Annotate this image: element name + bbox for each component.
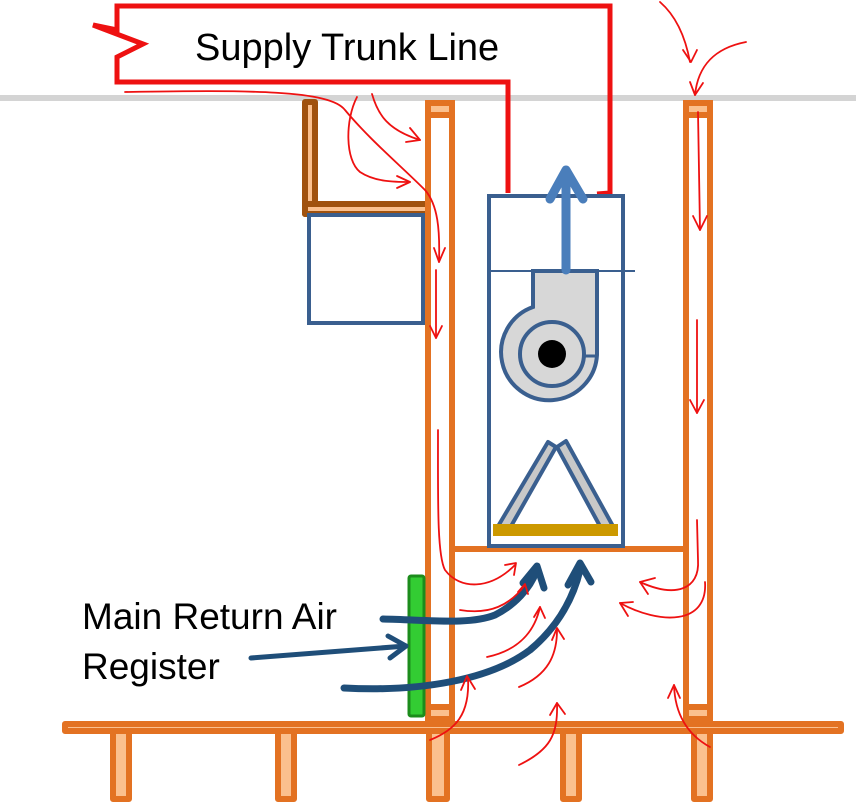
floor bbox=[62, 721, 844, 802]
airflow-arrowhead bbox=[551, 627, 565, 641]
floor-joist bbox=[110, 724, 132, 802]
airflow-arrows bbox=[124, 1, 747, 766]
return-label-line1: Main Return Air bbox=[82, 596, 337, 637]
left-wall-studs bbox=[425, 100, 455, 722]
airflow-arrow bbox=[619, 581, 706, 619]
airflow-arrow bbox=[659, 1, 691, 63]
register-pointer-arrow bbox=[248, 633, 409, 661]
airflow-arrowhead bbox=[533, 606, 546, 619]
left-top-plate bbox=[425, 100, 455, 118]
subfloor bbox=[62, 721, 844, 734]
airflow-arrow bbox=[486, 606, 541, 658]
airflow-arrowhead bbox=[405, 127, 421, 143]
pointer-head bbox=[385, 633, 409, 661]
airflow-arrowhead bbox=[517, 583, 529, 595]
airflow-arrow bbox=[673, 684, 711, 748]
airflow-arrowhead bbox=[504, 562, 517, 576]
airflow-arrowhead bbox=[689, 399, 705, 414]
airflow-arrow bbox=[347, 96, 411, 183]
return-register bbox=[407, 574, 426, 718]
air-handler bbox=[487, 194, 635, 548]
pointer-shaft bbox=[248, 643, 409, 661]
airflow-arrow bbox=[429, 677, 469, 741]
left-bottom-plate bbox=[425, 704, 455, 722]
airflow-arrowhead bbox=[460, 675, 476, 691]
shelf-box bbox=[307, 213, 425, 325]
supply-arrowhead bbox=[545, 165, 588, 204]
return-arrowhead-lower bbox=[564, 559, 595, 589]
airflow-arrow bbox=[437, 429, 516, 586]
airflow-arrow bbox=[697, 111, 701, 231]
airflow-arrow bbox=[518, 629, 558, 688]
drain-pan bbox=[493, 524, 618, 536]
return-arrow-lower bbox=[340, 566, 584, 693]
airflow-arrowhead bbox=[682, 49, 698, 63]
right-bottom-plate bbox=[683, 704, 713, 722]
airflow-arrow bbox=[639, 519, 699, 591]
floor-joist bbox=[426, 724, 450, 802]
airflow-arrow bbox=[371, 93, 421, 141]
supply-air-arrow bbox=[545, 165, 588, 275]
return-label-line2: Register bbox=[82, 646, 220, 687]
supply-trunk-duct bbox=[92, 3, 613, 197]
airflow-arrowhead bbox=[639, 577, 656, 595]
airflow-arrowhead bbox=[689, 81, 704, 96]
blower-fan bbox=[499, 269, 599, 403]
floor-joist bbox=[275, 724, 297, 802]
shelf-upright bbox=[302, 99, 318, 217]
motor-hub bbox=[538, 340, 566, 368]
airflow-arrowhead bbox=[549, 702, 566, 716]
airflow-arrowhead bbox=[667, 684, 681, 699]
floor-joist bbox=[560, 724, 582, 802]
left-wall-stud bbox=[425, 100, 455, 722]
airflow-arrowhead bbox=[619, 601, 634, 617]
supply-trunk-label: Supply Trunk Line bbox=[195, 27, 499, 69]
airflow-arrowhead bbox=[396, 175, 411, 189]
return-air-arrows bbox=[340, 559, 595, 693]
airflow-arrow bbox=[124, 90, 441, 263]
airflow-arrowhead bbox=[692, 215, 708, 231]
airflow-arrow bbox=[694, 41, 747, 96]
return-arrowhead-upper bbox=[519, 562, 548, 592]
shelf-board bbox=[302, 201, 432, 217]
airflow-arrowhead bbox=[429, 325, 443, 339]
airflow-arrowhead bbox=[433, 247, 446, 263]
airflow-arrow bbox=[518, 702, 558, 766]
